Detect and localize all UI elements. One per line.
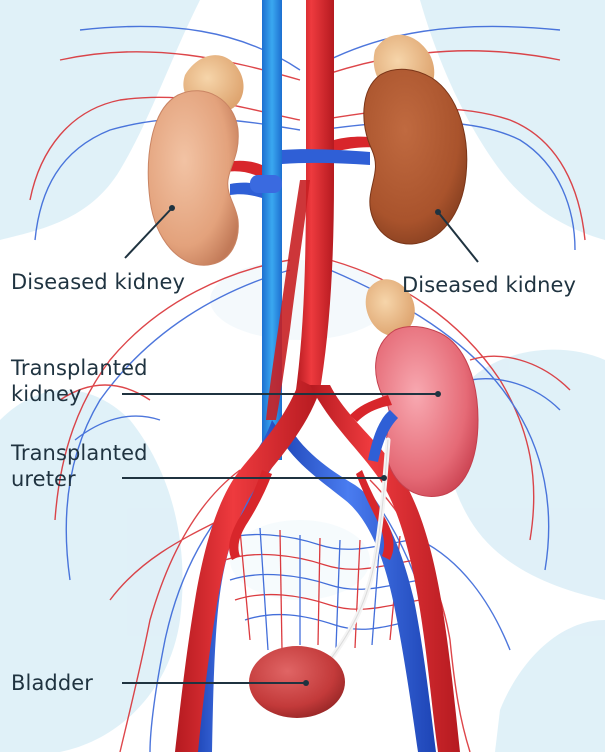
label-bladder: Bladder — [11, 670, 93, 696]
label-diseased-kidney-left: Diseased kidney — [11, 269, 185, 295]
label-transplanted-kidney: Transplanted kidney — [11, 355, 148, 407]
label-diseased-kidney-right: Diseased kidney — [402, 272, 576, 298]
diseased-kidney-right — [364, 69, 467, 244]
leader-diseased-kidney-right — [438, 212, 478, 262]
diseased-kidney-left — [148, 91, 238, 266]
label-transplanted-ureter: Transplanted ureter — [11, 440, 148, 492]
